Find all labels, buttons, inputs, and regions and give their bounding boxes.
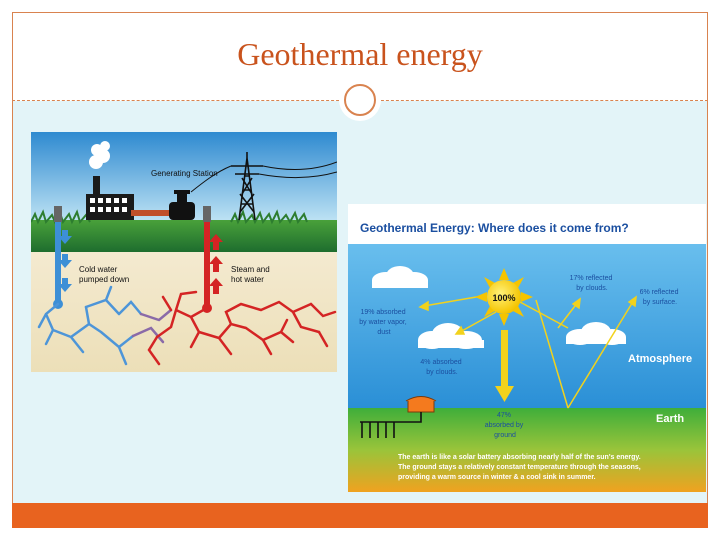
house-icon [405,396,437,413]
cloud-icon [372,266,428,288]
solar-energy-diagram: Geothermal Energy: Where does it come fr… [348,204,706,492]
svg-text:6% reflected by surface.: 6% reflected by surface. [640,289,681,306]
reflected-surface-2: by surface. [643,299,677,306]
svg-text:Cold water pumped down: Cold water pumped down [79,265,129,284]
absorbed-ground-3: ground [494,432,516,439]
caption-line-1: The earth is like a solar battery absorb… [398,454,641,461]
svg-text:4% absorbed by clouds.: 4% absorbed by clouds. [420,359,463,376]
rock-fractures [37,285,337,366]
reflected-clouds-1: 17% reflected [570,275,613,282]
svg-text:19% absorbed by water vapo: 19% absorbed by water vapor, dust [359,309,408,336]
absorbed-clouds-1: 4% absorbed [420,359,461,366]
absorbed-ground-2: absorbed by [485,422,524,429]
arrow-up-icon [209,234,223,294]
arrow-down-icon [495,386,514,402]
geothermal-plant-diagram: Generating Station Cold water pumped dow… [31,132,337,372]
power-tower-icon [231,152,263,221]
absorbed-clouds-2: by clouds. [426,369,458,376]
footer-bar [12,503,708,528]
atmosphere-label: Atmosphere [628,353,692,365]
caption-line-3: providing a warm source in winter & a co… [398,474,596,481]
earth-label: Earth [656,413,684,425]
sun-percent: 100% [492,293,515,303]
arrow-down-icon [58,230,72,292]
absorbed-vapor-2: by water vapor, [359,319,407,326]
absorbed-vapor-3: dust [377,329,390,336]
absorbed-vapor-1: 19% absorbed [360,309,405,316]
svg-text:47% absorbed by groun: 47% absorbed by ground [485,412,525,439]
steam-label-1: Steam and [231,265,270,274]
ground-loop [360,412,422,438]
factory-icon [86,176,134,220]
ring-icon [344,84,376,116]
slide-title: Geothermal energy [237,36,483,72]
cold-water-label-2: pumped down [79,275,129,284]
generator-icon [131,190,195,220]
cold-water-label-1: Cold water [79,265,118,274]
cloud-icon [418,323,484,349]
absorbed-ground-1: 47% [497,412,511,419]
generating-station-label: Generating Station [151,169,218,178]
svg-text:17% reflected by clouds.: 17% reflected by clouds. [570,275,615,292]
caption-line-2: The ground stays a relatively constant t… [398,464,641,471]
svg-text:The earth is like a solar batt: The earth is like a solar battery absorb… [398,454,643,481]
steam-label-2: hot water [231,275,264,284]
smoke-icon [89,141,110,169]
reflected-clouds-2: by clouds. [576,285,608,292]
svg-text:Steam and hot water: Steam and hot water [231,265,272,284]
sun-icon [475,268,533,326]
reflected-surface-1: 6% reflected [640,289,679,296]
diagram-heading: Geothermal Energy: Where does it come fr… [360,221,629,235]
